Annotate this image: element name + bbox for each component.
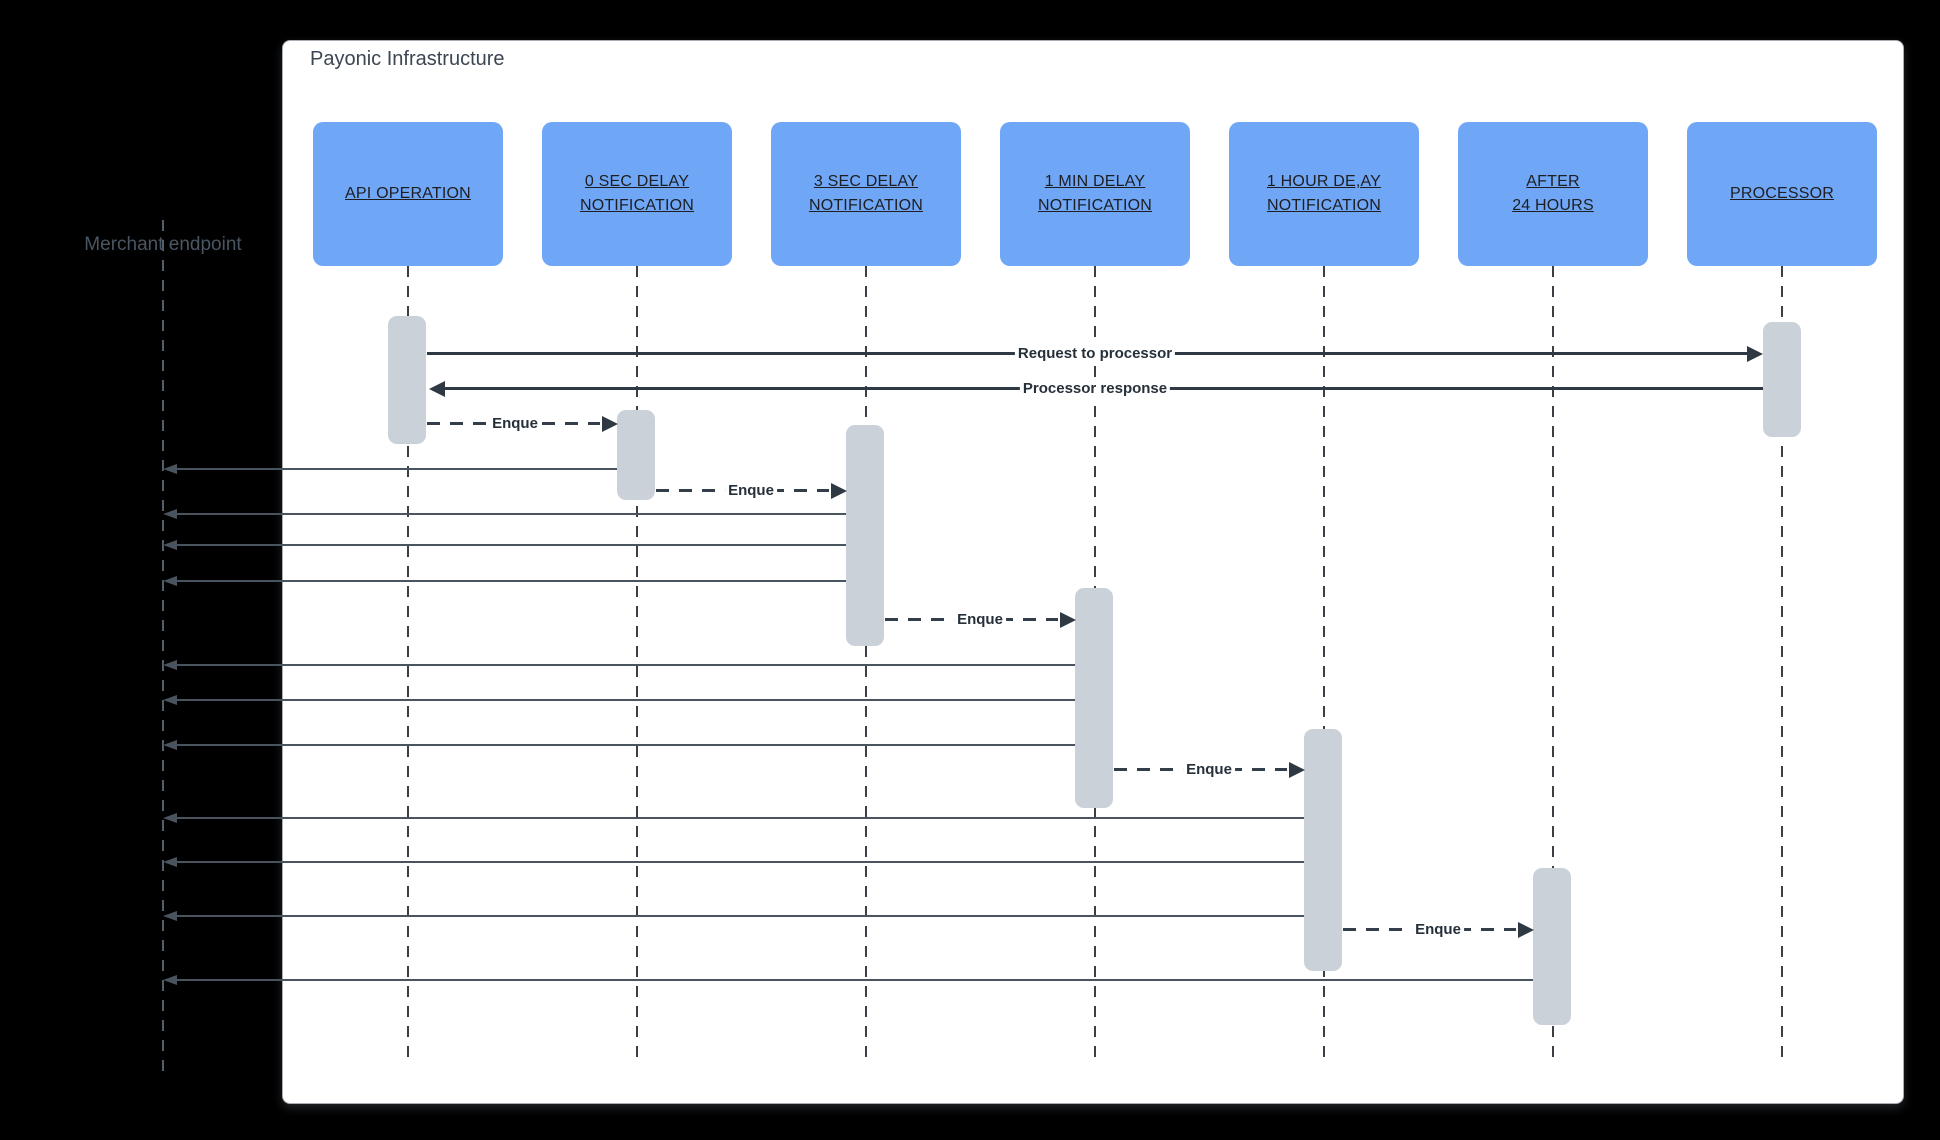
actor-label: API OPERATION — [345, 185, 471, 202]
merchant-arrow-line — [176, 468, 618, 470]
arrowhead-right-icon — [1747, 346, 1763, 362]
merchant-arrow-line — [176, 513, 847, 515]
actor-box-1-hour-delay-notification: 1 HOUR DE,AY NOTIFICATION — [1229, 122, 1419, 266]
arrowhead-left-icon — [163, 695, 177, 705]
merchant-arrow-line — [176, 699, 1076, 701]
arrowhead-left-icon — [163, 857, 177, 867]
actor-box-processor: PROCESSOR — [1687, 122, 1877, 266]
merchant-endpoint-lifeline — [162, 220, 164, 1078]
activation-bar-after-24-hours — [1533, 868, 1571, 1025]
actor-label: 1 MIN DELAY NOTIFICATION — [1037, 173, 1153, 214]
arrowhead-right-icon — [831, 483, 847, 499]
actor-box-after-24-hours: AFTER 24 HOURS — [1458, 122, 1648, 266]
merchant-endpoint-label: Merchant endpoint — [84, 234, 242, 255]
arrowhead-left-icon — [163, 540, 177, 550]
message-enqueue-label: Enque — [954, 611, 1006, 629]
diagram-title: Payonic Infrastructure — [310, 48, 505, 70]
activation-bar-api-operation — [388, 316, 426, 444]
actor-box-api-operation: API OPERATION — [313, 122, 503, 266]
message-enqueue-label: Enque — [1412, 921, 1464, 939]
message-enqueue-label: Enque — [725, 482, 777, 500]
actor-box-1-min-delay-notification: 1 MIN DELAY NOTIFICATION — [1000, 122, 1190, 266]
activation-bar-processor — [1763, 322, 1801, 437]
actor-box-3-sec-delay-notification: 3 SEC DELAY NOTIFICATION — [771, 122, 961, 266]
merchant-arrow-line — [176, 861, 1305, 863]
arrowhead-right-icon — [602, 416, 618, 432]
message-response-label: Processor response — [1019, 380, 1171, 398]
arrowhead-left-icon — [163, 975, 177, 985]
actor-label: 3 SEC DELAY NOTIFICATION — [808, 173, 924, 214]
merchant-arrow-line — [176, 817, 1305, 819]
actor-label: PROCESSOR — [1729, 185, 1835, 202]
arrowhead-right-icon — [1060, 612, 1076, 628]
message-request-label: Request to processor — [1014, 345, 1176, 363]
merchant-arrow-line — [176, 979, 1534, 981]
merchant-arrow-line — [176, 744, 1076, 746]
lifeline-processor — [1781, 266, 1783, 1065]
message-enqueue-label: Enque — [489, 415, 541, 433]
lifeline-after-24-hours — [1552, 266, 1554, 1065]
activation-bar-3-sec-delay — [846, 425, 884, 646]
activation-bar-0-sec-delay — [617, 410, 655, 500]
merchant-arrow-line — [176, 544, 847, 546]
arrowhead-left-icon — [163, 813, 177, 823]
arrowhead-left-icon — [163, 464, 177, 474]
merchant-arrow-line — [176, 915, 1305, 917]
message-enqueue-label: Enque — [1183, 761, 1235, 779]
arrowhead-left-icon — [163, 509, 177, 519]
actor-label: AFTER 24 HOURS — [1512, 173, 1594, 214]
arrowhead-left-icon — [163, 576, 177, 586]
arrowhead-left-icon — [163, 740, 177, 750]
activation-bar-1-hour-delay — [1304, 729, 1342, 971]
arrowhead-left-icon — [163, 911, 177, 921]
lifeline-1-hour-delay — [1323, 266, 1325, 1065]
actor-box-0-sec-delay-notification: 0 SEC DELAY NOTIFICATION — [542, 122, 732, 266]
actor-label: 1 HOUR DE,AY NOTIFICATION — [1266, 173, 1382, 214]
merchant-arrow-line — [176, 664, 1076, 666]
merchant-arrow-line — [176, 580, 847, 582]
arrowhead-left-icon — [163, 660, 177, 670]
arrowhead-right-icon — [1289, 762, 1305, 778]
actor-label: 0 SEC DELAY NOTIFICATION — [579, 173, 695, 214]
arrowhead-right-icon — [1518, 922, 1534, 938]
activation-bar-1-min-delay — [1075, 588, 1113, 808]
arrowhead-left-icon — [429, 381, 445, 397]
